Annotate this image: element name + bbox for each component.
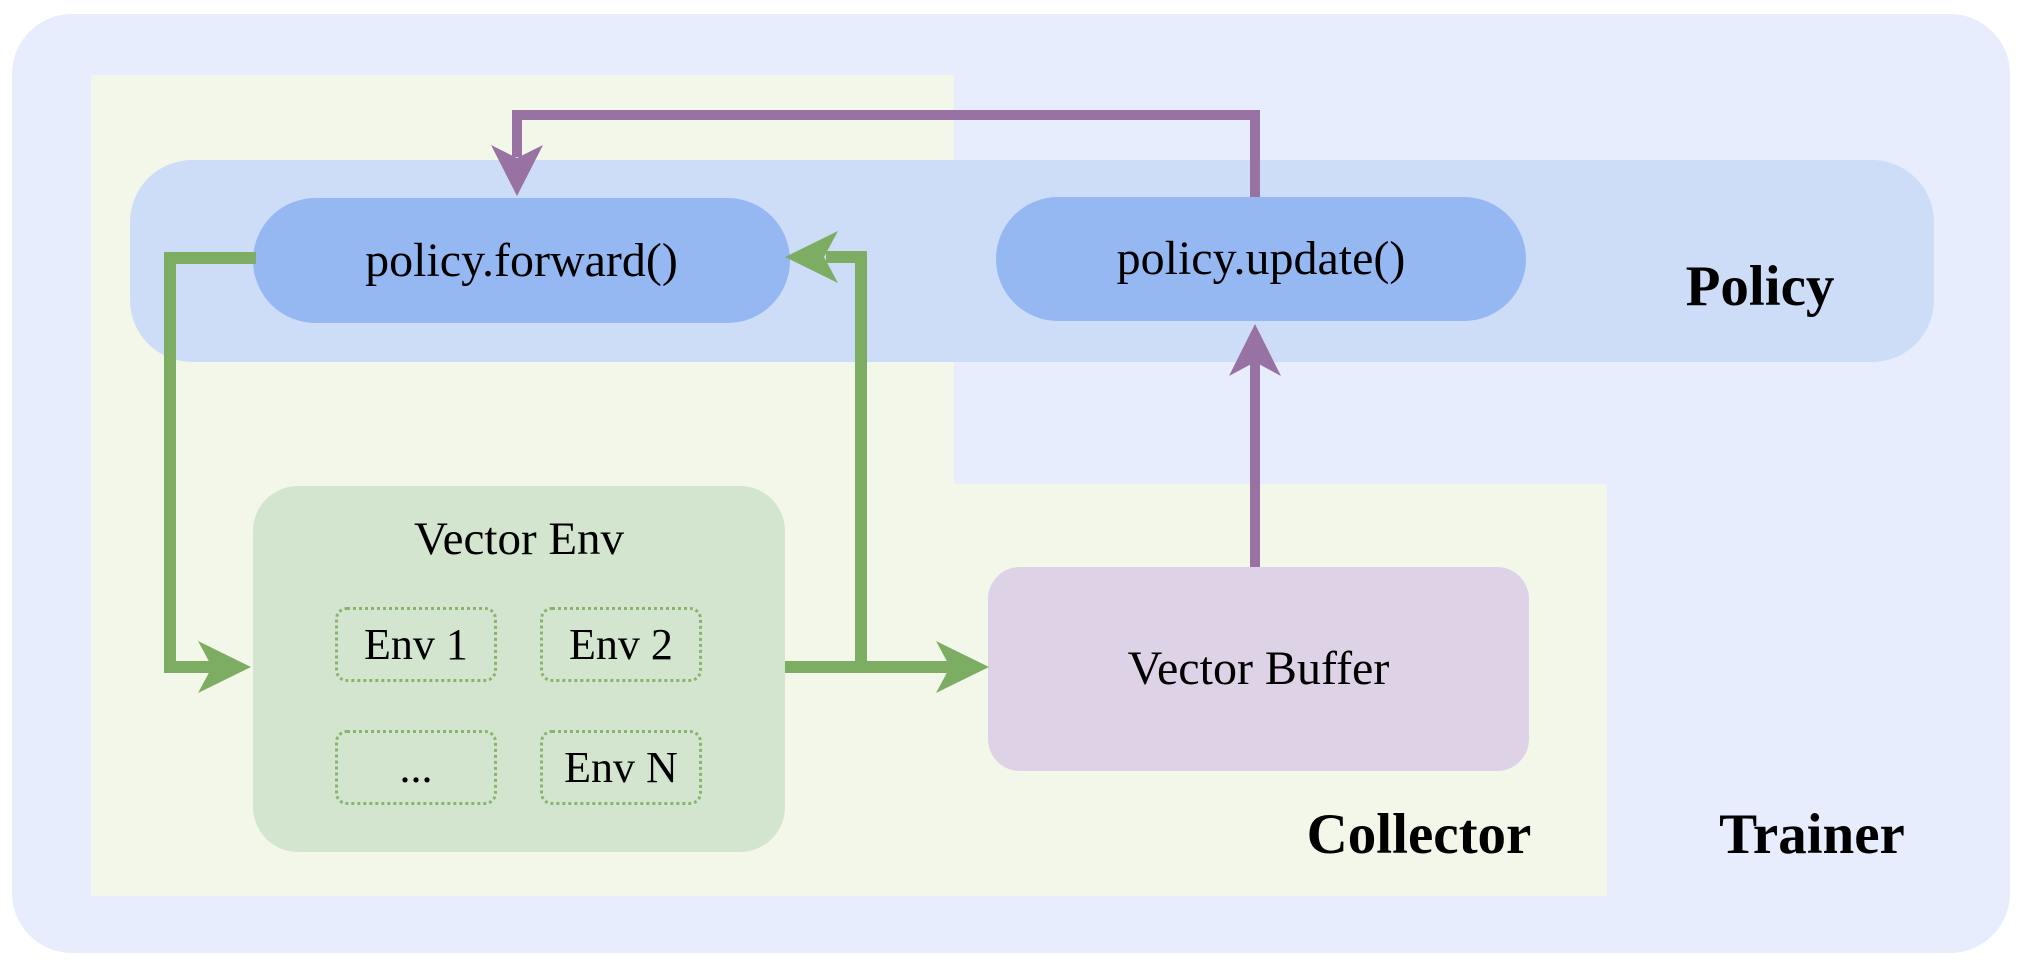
policy-region-label: Policy xyxy=(1685,255,1835,318)
env-item-n-label: Env N xyxy=(564,742,678,792)
collector-region-label: Collector xyxy=(1306,803,1532,866)
env-item-n: Env N xyxy=(540,730,702,805)
env-item-2-label: Env 2 xyxy=(569,619,673,669)
policy-forward-label: policy.forward() xyxy=(365,233,678,287)
policy-forward-node: policy.forward() xyxy=(253,198,790,323)
vector-buffer-box: Vector Buffer xyxy=(988,567,1529,771)
vector-env-box: Vector Env Env 1 Env 2 ... Env N xyxy=(253,486,785,852)
env-item-1-label: Env 1 xyxy=(364,619,468,669)
trainer-region-label: Trainer xyxy=(1719,803,1905,866)
env-item-2: Env 2 xyxy=(540,607,702,682)
env-item-ellipsis-label: ... xyxy=(399,742,433,792)
vector-env-title: Vector Env xyxy=(413,513,625,565)
vector-buffer-label: Vector Buffer xyxy=(1127,642,1390,695)
env-item-1: Env 1 xyxy=(335,607,497,682)
policy-update-node: policy.update() xyxy=(996,197,1526,321)
policy-update-label: policy.update() xyxy=(1116,232,1406,285)
env-item-ellipsis: ... xyxy=(335,730,497,805)
